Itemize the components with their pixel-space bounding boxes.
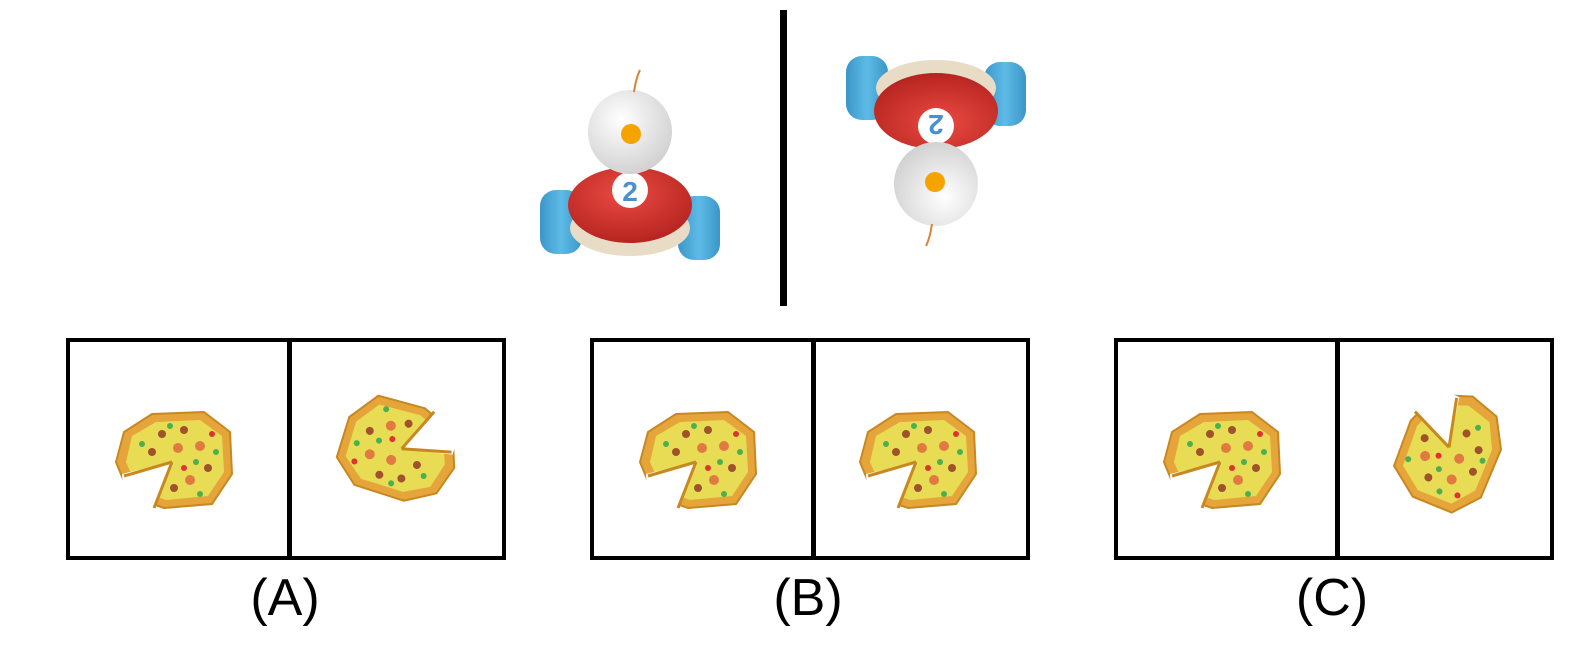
option-c-label: (C): [1295, 569, 1369, 627]
example-image-upright: [530, 60, 730, 261]
option-a-divider: [287, 342, 292, 556]
option-b-label: (B): [773, 569, 843, 627]
option-b-divider: [811, 342, 816, 556]
example-divider: [780, 10, 787, 306]
option-c-divider: [1335, 342, 1340, 556]
example-image-flipped: [836, 55, 1036, 256]
option-b-box[interactable]: [590, 338, 1030, 560]
option-c-right-cell: [1340, 342, 1557, 556]
option-a-right-cell: [292, 342, 509, 556]
pizza-icon: [114, 410, 234, 514]
option-b-left-cell: [594, 342, 811, 556]
toy-chick-car-icon: [539, 69, 721, 261]
option-b-right-cell: [816, 342, 1033, 556]
option-a-left-cell: [70, 342, 287, 556]
pizza-icon: [1162, 410, 1282, 514]
toy-chick-car-flipped-icon: [845, 55, 1027, 247]
pizza-icon: [638, 410, 758, 514]
pizza-rotated-icon: [1376, 373, 1520, 525]
option-a-label: (A): [250, 569, 320, 627]
option-c-left-cell: [1118, 342, 1335, 556]
pizza-icon: [858, 410, 978, 514]
pizza-rotated-icon: [326, 379, 473, 517]
option-a-box[interactable]: [66, 338, 506, 560]
option-c-box[interactable]: [1114, 338, 1554, 560]
